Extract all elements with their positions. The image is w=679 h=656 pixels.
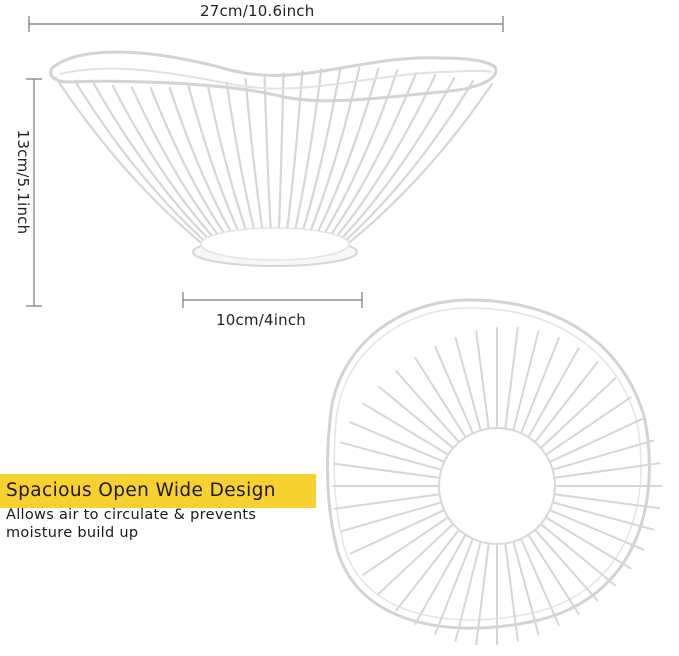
basket-side-view <box>49 50 498 267</box>
feature-banner: Spacious Open Wide Design <box>0 474 316 508</box>
feature-title: Spacious Open Wide Design <box>6 480 276 501</box>
height-dimension-label: 13cm/5.1inch <box>14 129 32 235</box>
base-dimension-label: 10cm/4inch <box>216 311 306 329</box>
width-dimension-label: 27cm/10.6inch <box>200 2 315 20</box>
feature-description-line1: Allows air to circulate & prevents <box>6 507 257 523</box>
dimension-lines <box>26 16 504 308</box>
feature-description-line2: moisture build up <box>6 525 139 541</box>
basket-top-view <box>325 298 663 646</box>
feature-description: Allows air to circulate & prevents moist… <box>6 506 256 542</box>
